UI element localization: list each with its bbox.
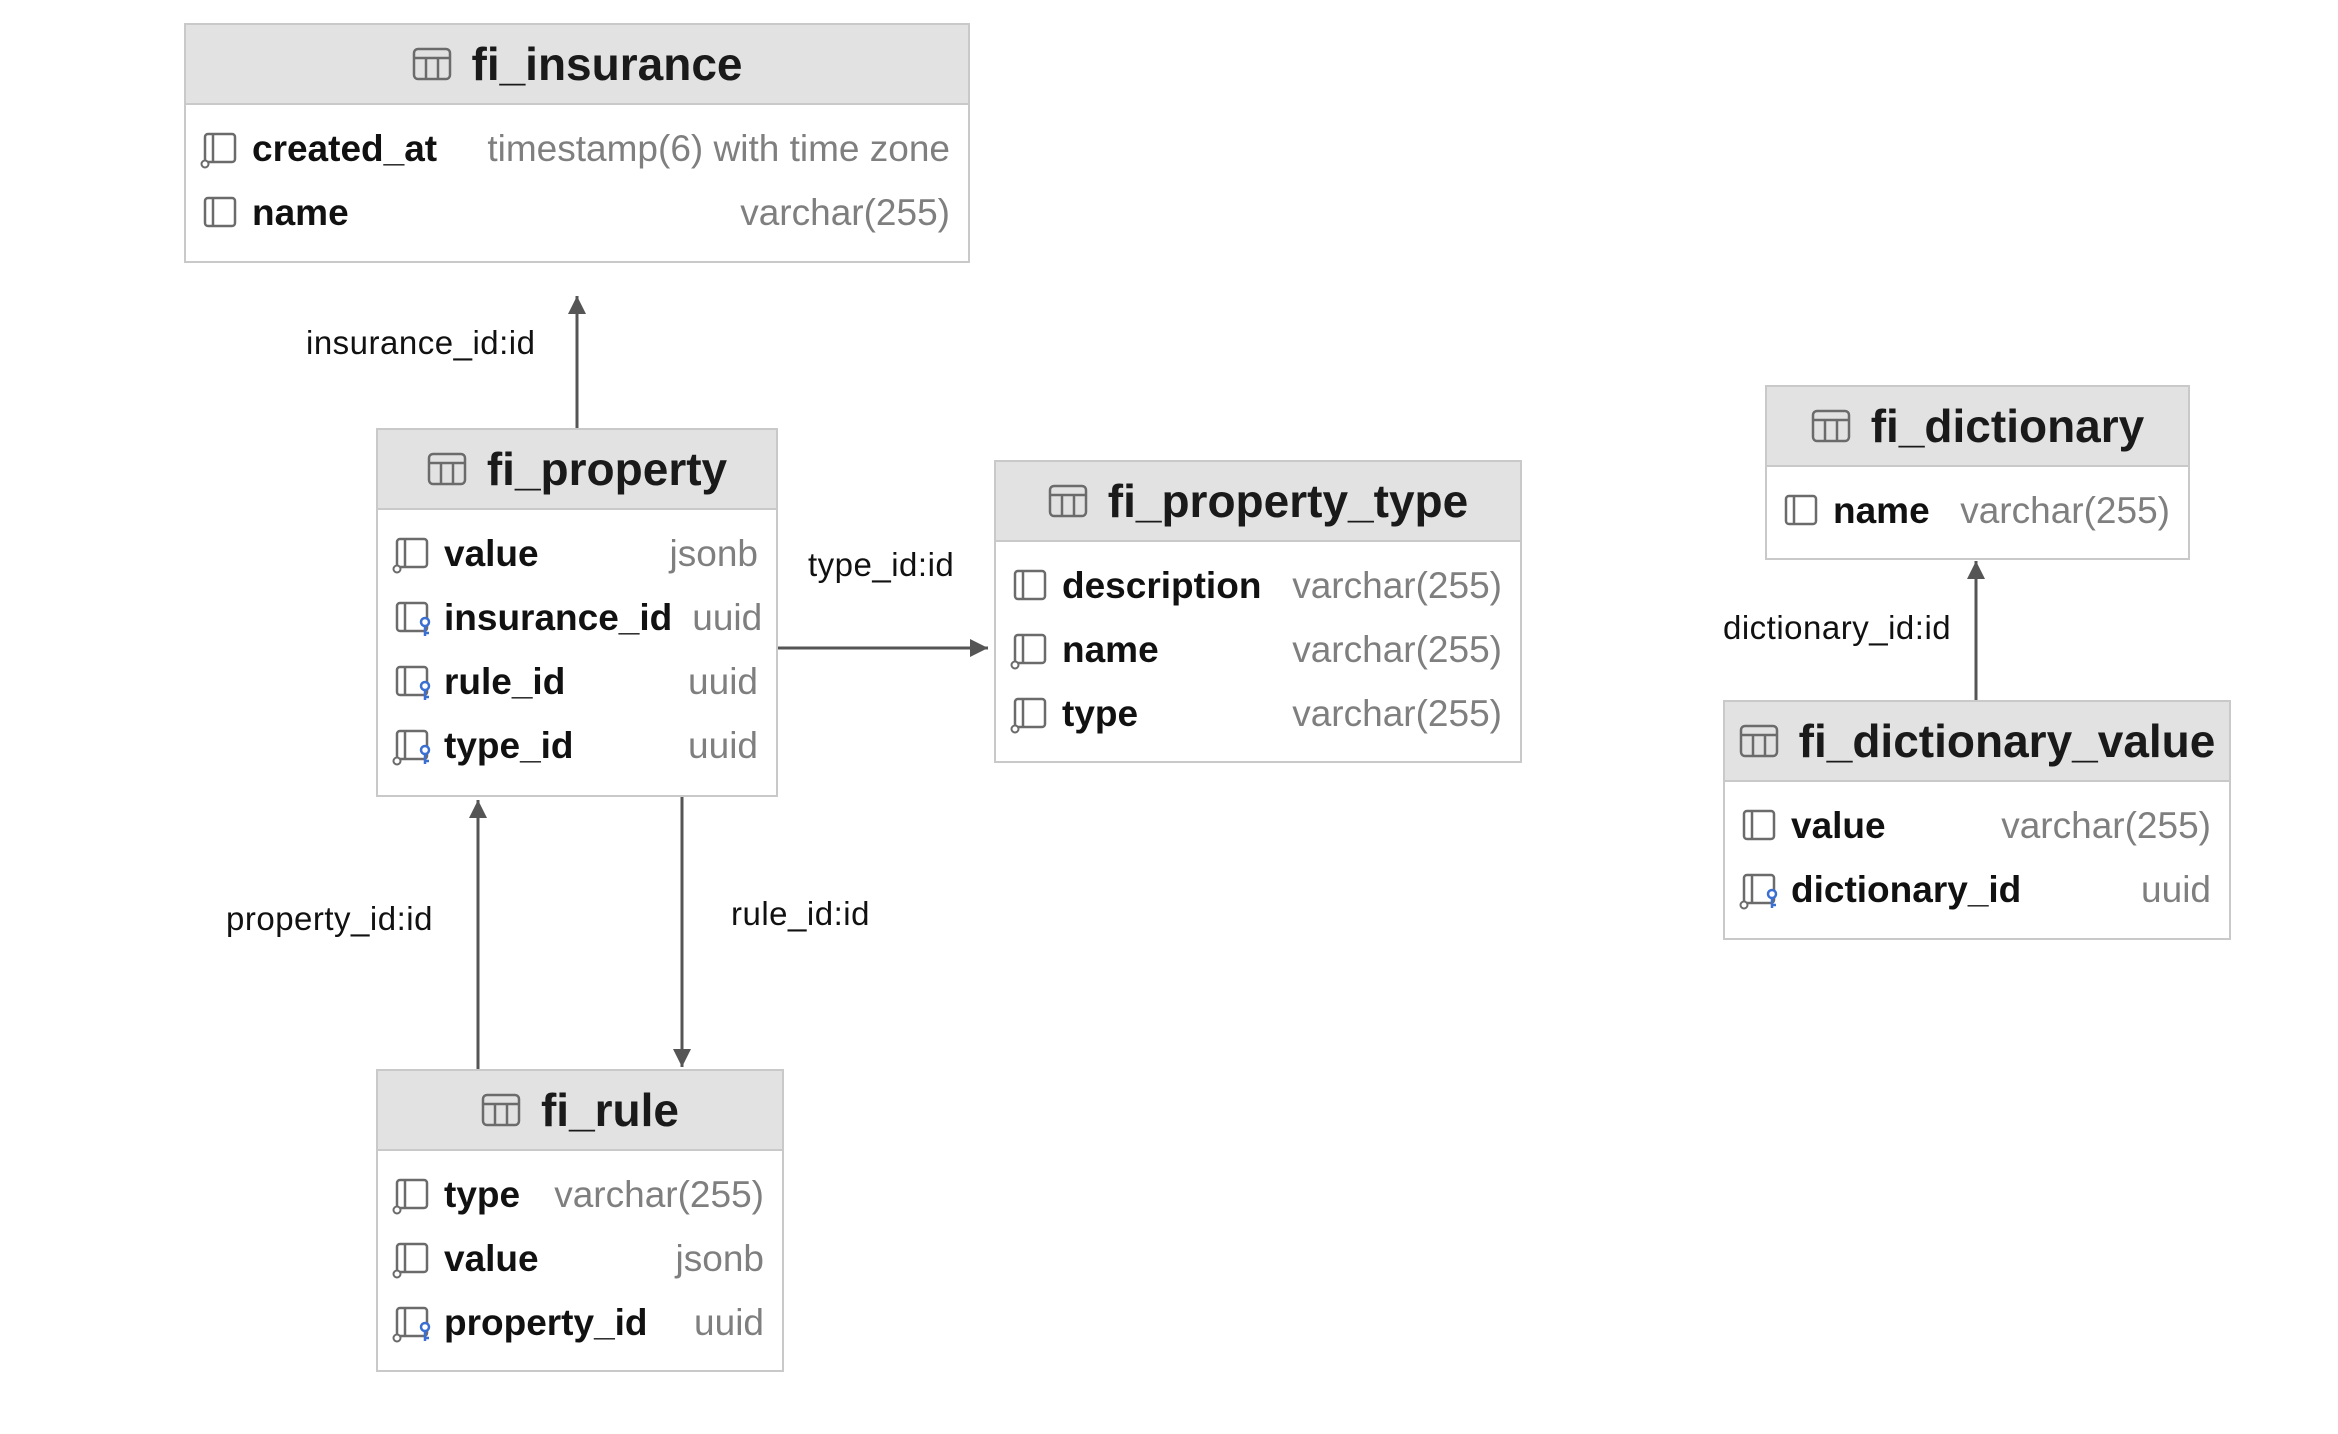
relation-label-dictionary: dictionary_id:id: [1723, 609, 1952, 646]
column-name: type: [444, 1174, 521, 1215]
column-list: value varchar(255) dictionary_id uuid: [1725, 782, 2229, 922]
column-name: insurance_id: [444, 597, 673, 638]
table-name: fi_rule: [540, 1084, 680, 1136]
table-header[interactable]: fi_rule: [378, 1071, 782, 1151]
column-name: property_id: [444, 1302, 648, 1343]
column-type: varchar(255): [1292, 629, 1502, 670]
column-row[interactable]: name varchar(255): [186, 181, 968, 245]
table-header[interactable]: fi_dictionary_value: [1725, 702, 2229, 782]
column-type: varchar(255): [1960, 490, 2170, 531]
foreign-key-nullable-icon: [390, 1301, 434, 1345]
column-nullable-icon: [1008, 692, 1052, 736]
table-fi-insurance[interactable]: fi_insurance created_at timestamp(6) with …: [184, 23, 970, 263]
table-icon: [412, 46, 452, 82]
column-type: timestamp(6) with time zone: [487, 128, 950, 169]
column-row[interactable]: value jsonb: [378, 1227, 782, 1291]
column-name: name: [1062, 629, 1159, 670]
column-icon: [1008, 564, 1052, 608]
column-type: varchar(255): [554, 1174, 764, 1215]
foreign-key-icon: [390, 596, 434, 640]
column-type: jsonb: [675, 1238, 764, 1279]
column-type: jsonb: [669, 533, 758, 574]
table-header[interactable]: fi_insurance: [186, 25, 968, 105]
foreign-key-nullable-icon: [390, 724, 434, 768]
column-row[interactable]: description varchar(255): [996, 554, 1520, 618]
column-row[interactable]: name varchar(255): [996, 618, 1520, 682]
column-type: uuid: [694, 1302, 764, 1343]
table-name: fi_dictionary: [1870, 400, 2145, 452]
relation-label-insurance: insurance_id:id: [306, 324, 536, 361]
column-icon: [1779, 489, 1823, 533]
column-name: value: [444, 533, 539, 574]
column-name: name: [252, 192, 349, 233]
column-row[interactable]: type_id uuid: [378, 714, 776, 778]
column-row[interactable]: type varchar(255): [996, 682, 1520, 746]
column-list: type varchar(255) value jsonb property_id uui…: [378, 1151, 782, 1355]
table-header[interactable]: fi_property_type: [996, 462, 1520, 542]
column-list: name varchar(255): [1767, 467, 2188, 543]
column-nullable-icon: [198, 127, 242, 171]
column-type: uuid: [688, 725, 758, 766]
column-row[interactable]: type varchar(255): [378, 1163, 782, 1227]
table-icon: [1048, 483, 1088, 519]
column-nullable-icon: [390, 1237, 434, 1281]
column-name: description: [1062, 565, 1262, 606]
table-icon: [1811, 408, 1851, 444]
column-nullable-icon: [390, 1173, 434, 1217]
column-type: varchar(255): [1292, 565, 1502, 606]
column-type: uuid: [688, 661, 758, 702]
column-row[interactable]: created_at timestamp(6) with time zone: [186, 117, 968, 181]
column-row[interactable]: dictionary_id uuid: [1725, 858, 2229, 922]
column-name: rule_id: [444, 661, 566, 702]
column-icon: [198, 191, 242, 235]
relation-label-rule: rule_id:id: [731, 895, 870, 932]
table-header[interactable]: fi_dictionary: [1767, 387, 2188, 467]
table-name: fi_insurance: [471, 38, 743, 90]
column-row[interactable]: insurance_id uuid: [378, 586, 776, 650]
column-name: value: [444, 1238, 539, 1279]
column-name: type_id: [444, 725, 574, 766]
column-name: created_at: [252, 128, 438, 169]
column-list: created_at timestamp(6) with time zone nam…: [186, 105, 968, 245]
column-nullable-icon: [390, 532, 434, 576]
column-row[interactable]: value varchar(255): [1725, 794, 2229, 858]
table-name: fi_property: [486, 443, 728, 495]
table-name: fi_dictionary_value: [1798, 715, 2216, 767]
column-type: varchar(255): [2001, 805, 2211, 846]
column-row[interactable]: rule_id uuid: [378, 650, 776, 714]
column-name: dictionary_id: [1791, 869, 2022, 910]
table-icon: [1739, 723, 1779, 759]
foreign-key-icon: [390, 660, 434, 704]
table-icon: [427, 451, 467, 487]
table-name: fi_property_type: [1107, 475, 1469, 527]
column-name: name: [1833, 490, 1930, 531]
column-type: varchar(255): [1292, 693, 1502, 734]
column-type: uuid: [692, 597, 763, 638]
column-row[interactable]: property_id uuid: [378, 1291, 782, 1355]
foreign-key-nullable-icon: [1737, 868, 1781, 912]
column-type: uuid: [2141, 869, 2211, 910]
column-row[interactable]: value jsonb: [378, 522, 776, 586]
table-icon: [481, 1092, 521, 1128]
relation-label-property: property_id:id: [226, 900, 433, 937]
relation-label-type: type_id:id: [808, 546, 955, 583]
column-row[interactable]: name varchar(255): [1767, 479, 2188, 543]
column-icon: [1737, 804, 1781, 848]
column-type: varchar(255): [740, 192, 950, 233]
table-header[interactable]: fi_property: [378, 430, 776, 510]
column-name: type: [1062, 693, 1139, 734]
column-nullable-icon: [1008, 628, 1052, 672]
column-name: value: [1791, 805, 1886, 846]
